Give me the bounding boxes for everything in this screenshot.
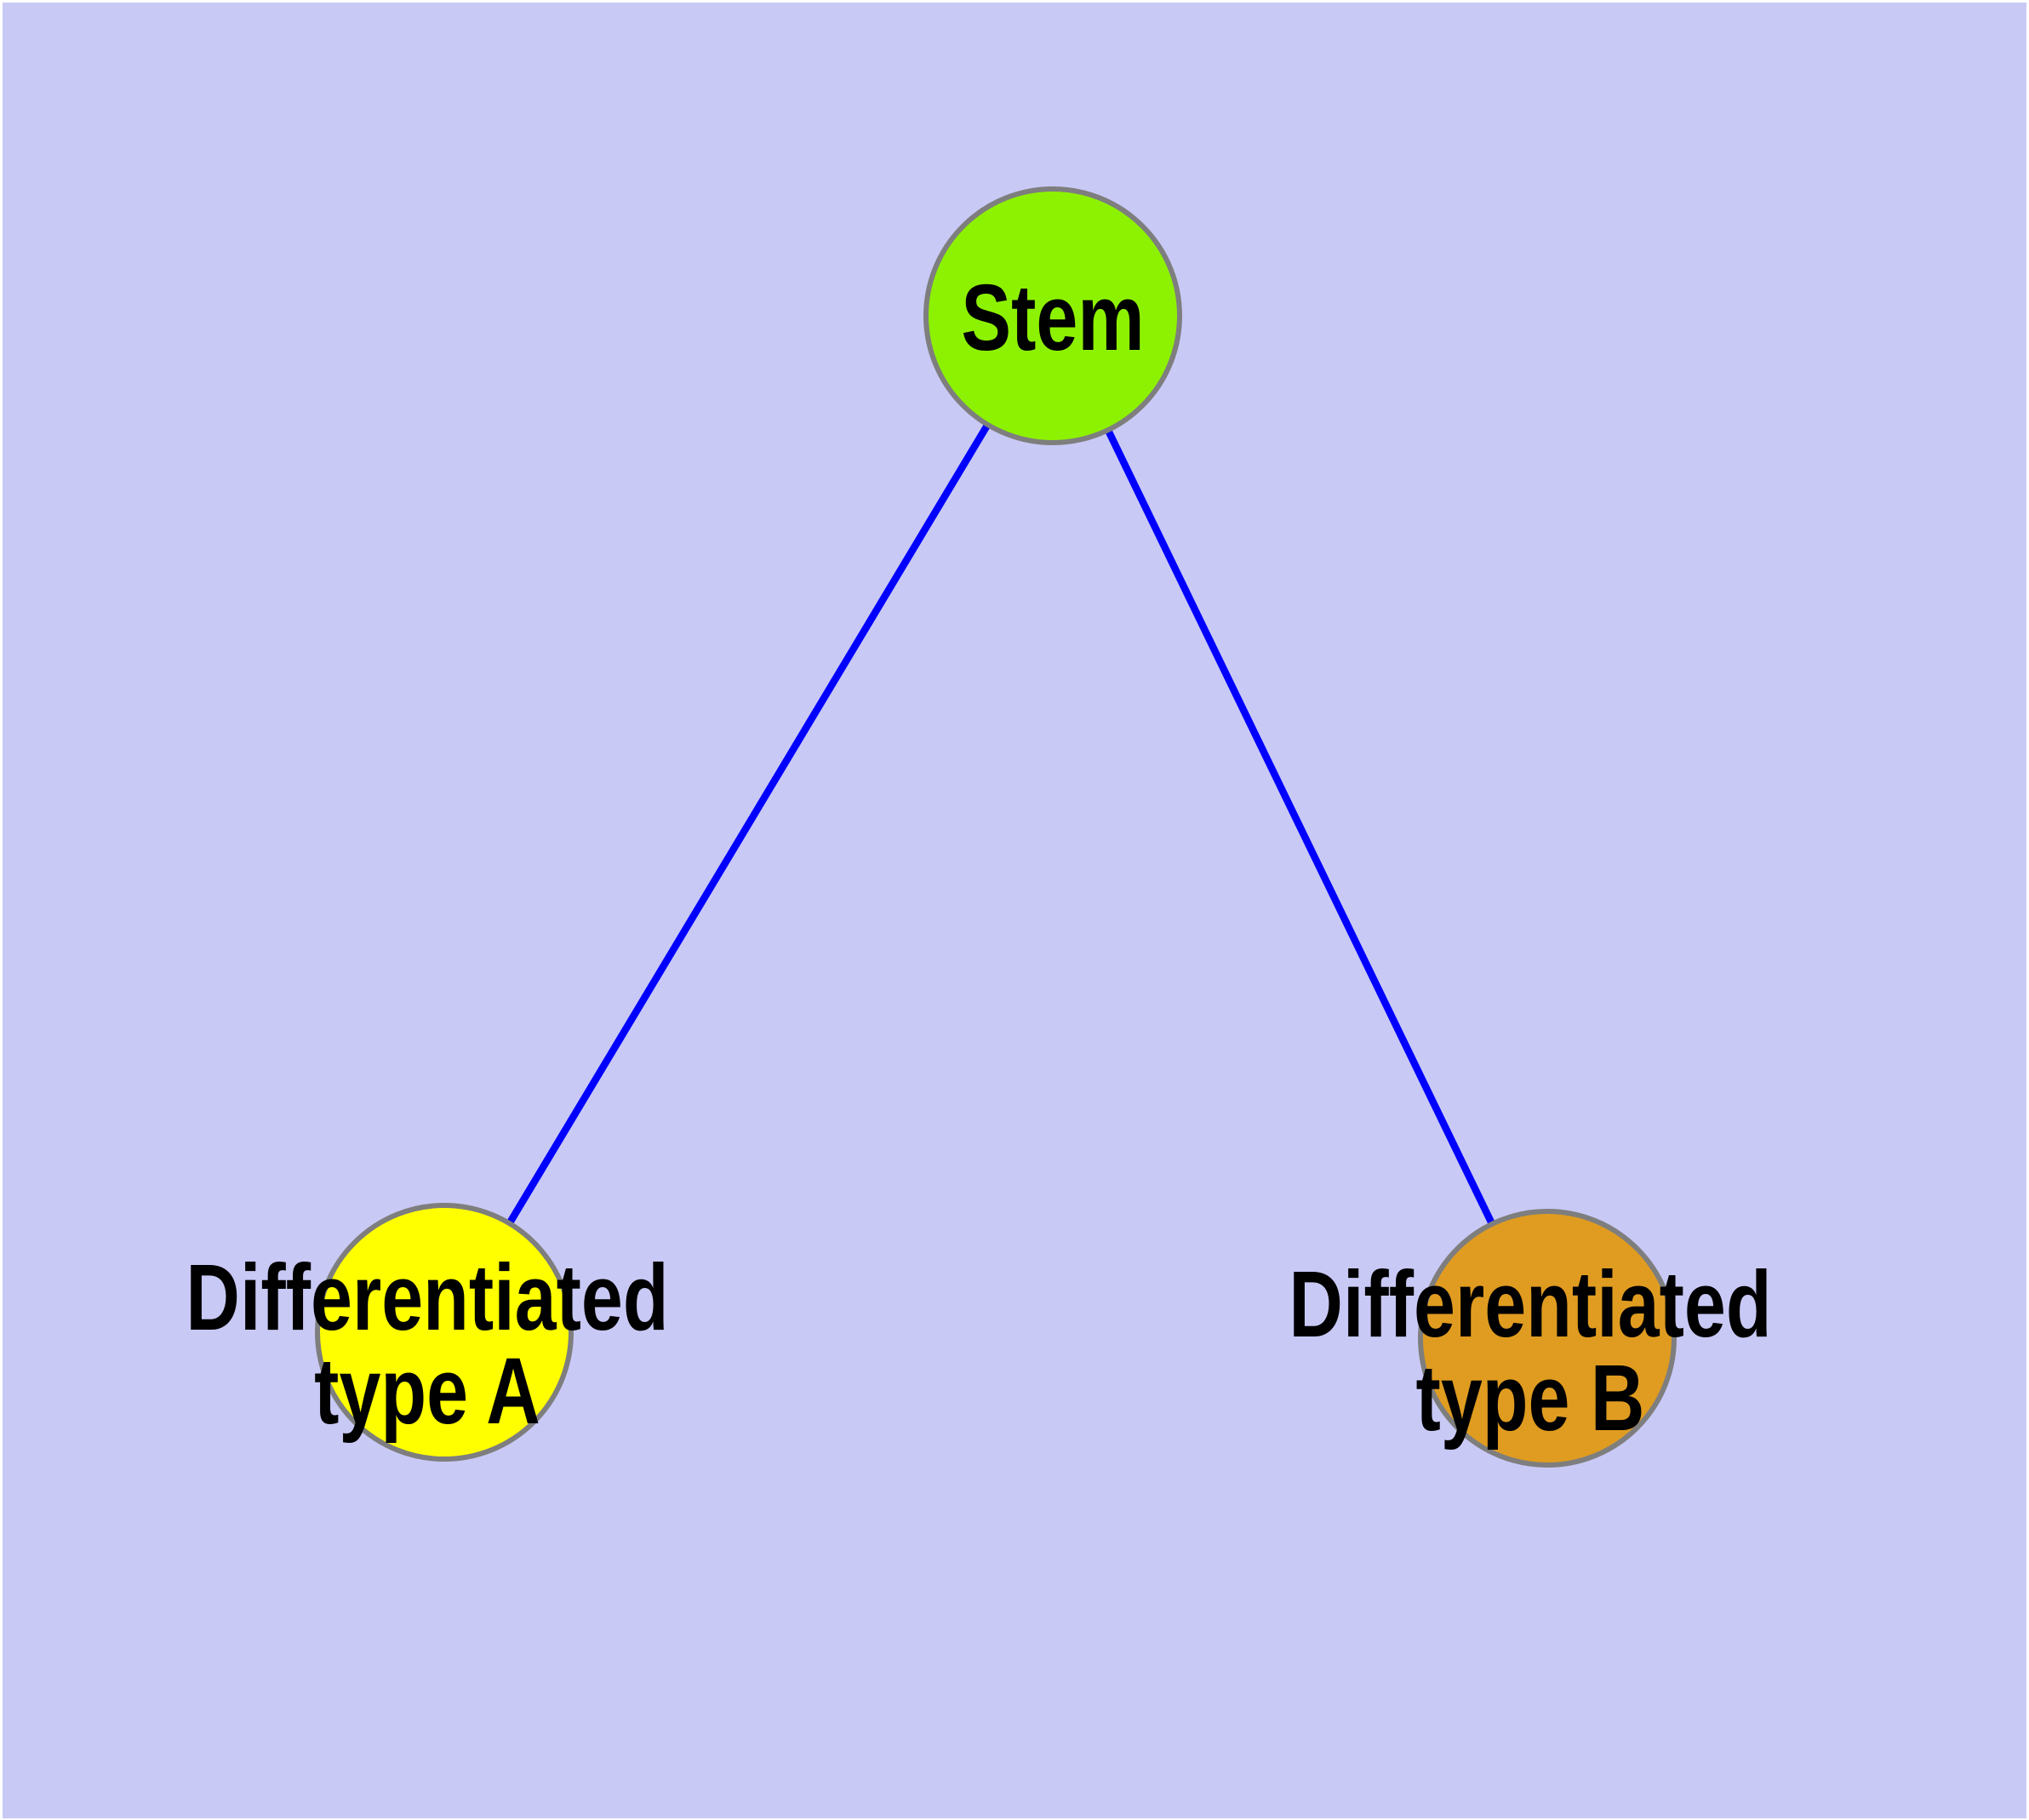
node-label-differentiated-type-b-line2: type B <box>1415 1346 1645 1451</box>
edge-stem-to-differentiated-b <box>1049 314 1551 1340</box>
node-stem <box>923 186 1182 445</box>
node-label-differentiated-type-b: Differentiated type B <box>1289 1258 1771 1445</box>
node-label-stem-line1: Stem <box>961 266 1145 370</box>
node-differentiated-type-b <box>1418 1209 1677 1468</box>
node-label-differentiated-type-a-line2: type A <box>314 1339 540 1444</box>
node-label-differentiated-type-a: Differentiated type A <box>186 1251 668 1439</box>
node-differentiated-type-a <box>315 1203 574 1462</box>
node-label-stem: Stem <box>961 272 1144 365</box>
node-label-differentiated-type-b-line1: Differentiated <box>1289 1252 1772 1357</box>
node-label-differentiated-type-a-line1: Differentiated <box>186 1245 669 1350</box>
edge-stem-to-differentiated-a <box>441 313 1056 1335</box>
